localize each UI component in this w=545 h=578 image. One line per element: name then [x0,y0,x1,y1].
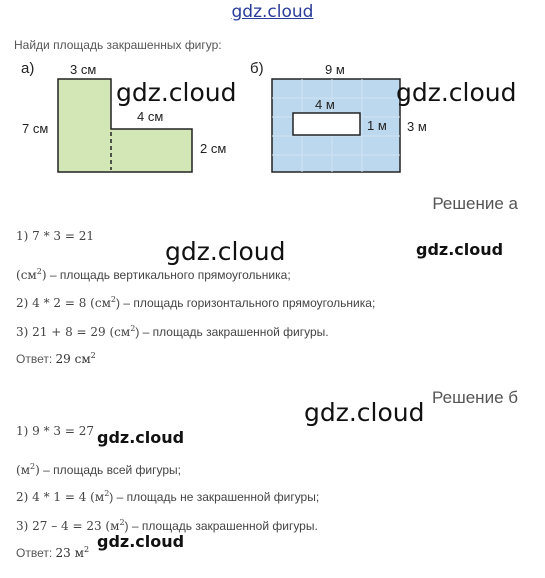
solution-b-step-1: 1) 9 * 3 = 27 [16,424,94,438]
answer-value: 29 см [55,352,91,366]
watermark-7: gdz.cloud [97,532,185,551]
figure-b-inner [292,112,361,136]
watermark-1: gdz.cloud [116,78,237,107]
answer-label: Ответ: [16,352,56,366]
figure-b-right-dim: 3 м [407,119,427,134]
figure-b-label: б) [250,60,264,77]
task-text: Найди площадь закрашенных фигур: [14,38,222,52]
solution-b-title: Решение б [432,388,518,407]
solution-b-step-2: 2) 4 * 1 = 4 (м2) – площадь не закрашенн… [16,489,319,504]
solution-a-title: Решение а [432,194,518,213]
exponent: 2 [30,462,36,471]
expression: 2) 4 * 2 = 8 (см [16,296,111,310]
watermark-4: gdz.cloud [416,240,504,259]
watermark-3: gdz.cloud [165,237,286,266]
site-header-watermark: gdz.cloud [231,2,314,22]
exponent: 2 [83,545,90,554]
solution-a-step-1-unit: (см2) – площадь вертикального прямоуголь… [16,267,291,282]
expression: 3) 27 – 4 = 23 (м [16,519,120,533]
solution-a-step-2: 2) 4 * 2 = 8 (см2) – площадь горизонталь… [16,295,375,310]
exponent: 2 [110,295,116,304]
description: ) – площадь не закрашенной фигуры; [109,490,320,504]
figure-a-label: а) [21,60,35,77]
unit: м [20,463,31,477]
figure-a-top-dim: 3 см [70,62,97,77]
figure-b-inner-height-dim: 1 м [367,118,387,133]
description: ) – площадь закрашенной фигуры. [135,325,329,339]
description: ) – площадь горизонтального прямоугольни… [116,296,376,310]
expression: 3) 21 + 8 = 29 (см [16,325,131,339]
exponent: 2 [36,267,42,276]
unit: см [20,268,37,282]
expression: 2) 4 * 1 = 4 (м [16,490,105,504]
solution-b-step-1-unit: (м2) – площадь всей фигуры; [16,462,181,477]
figure-a-shape [57,78,193,173]
description: – площадь вертикального прямоугольника; [46,268,291,282]
figure-a-left-dim: 7 см [22,121,49,136]
exponent: 2 [130,324,136,333]
solution-a-step-3: 3) 21 + 8 = 29 (см2) – площадь закрашенн… [16,324,329,339]
figure-a-right-dim: 2 см [200,141,227,156]
answer-label: Ответ: [16,546,56,560]
watermark-6: gdz.cloud [97,428,185,447]
exponent: 2 [119,518,125,527]
solution-a-step-1: 1) 7 * 3 = 21 [16,229,94,243]
description: – площадь всей фигуры; [39,463,181,477]
solution-b-step-3: 3) 27 – 4 = 23 (м2) – площадь закрашенно… [16,518,318,533]
solution-a-answer: Ответ: 29 см2 [16,351,96,366]
answer-value: 23 м [55,546,84,560]
figure-b-top-dim: 9 м [325,62,345,77]
solution-b-answer: Ответ: 23 м2 [16,545,89,560]
watermark-5: gdz.cloud [304,398,425,427]
watermark-2: gdz.cloud [396,78,517,107]
description: ) – площадь закрашенной фигуры. [124,519,318,533]
figure-a-middle-dim: 4 см [137,109,164,124]
exponent: 2 [90,351,96,360]
exponent: 2 [104,489,110,498]
figure-b-inner-width-dim: 4 м [315,97,335,112]
